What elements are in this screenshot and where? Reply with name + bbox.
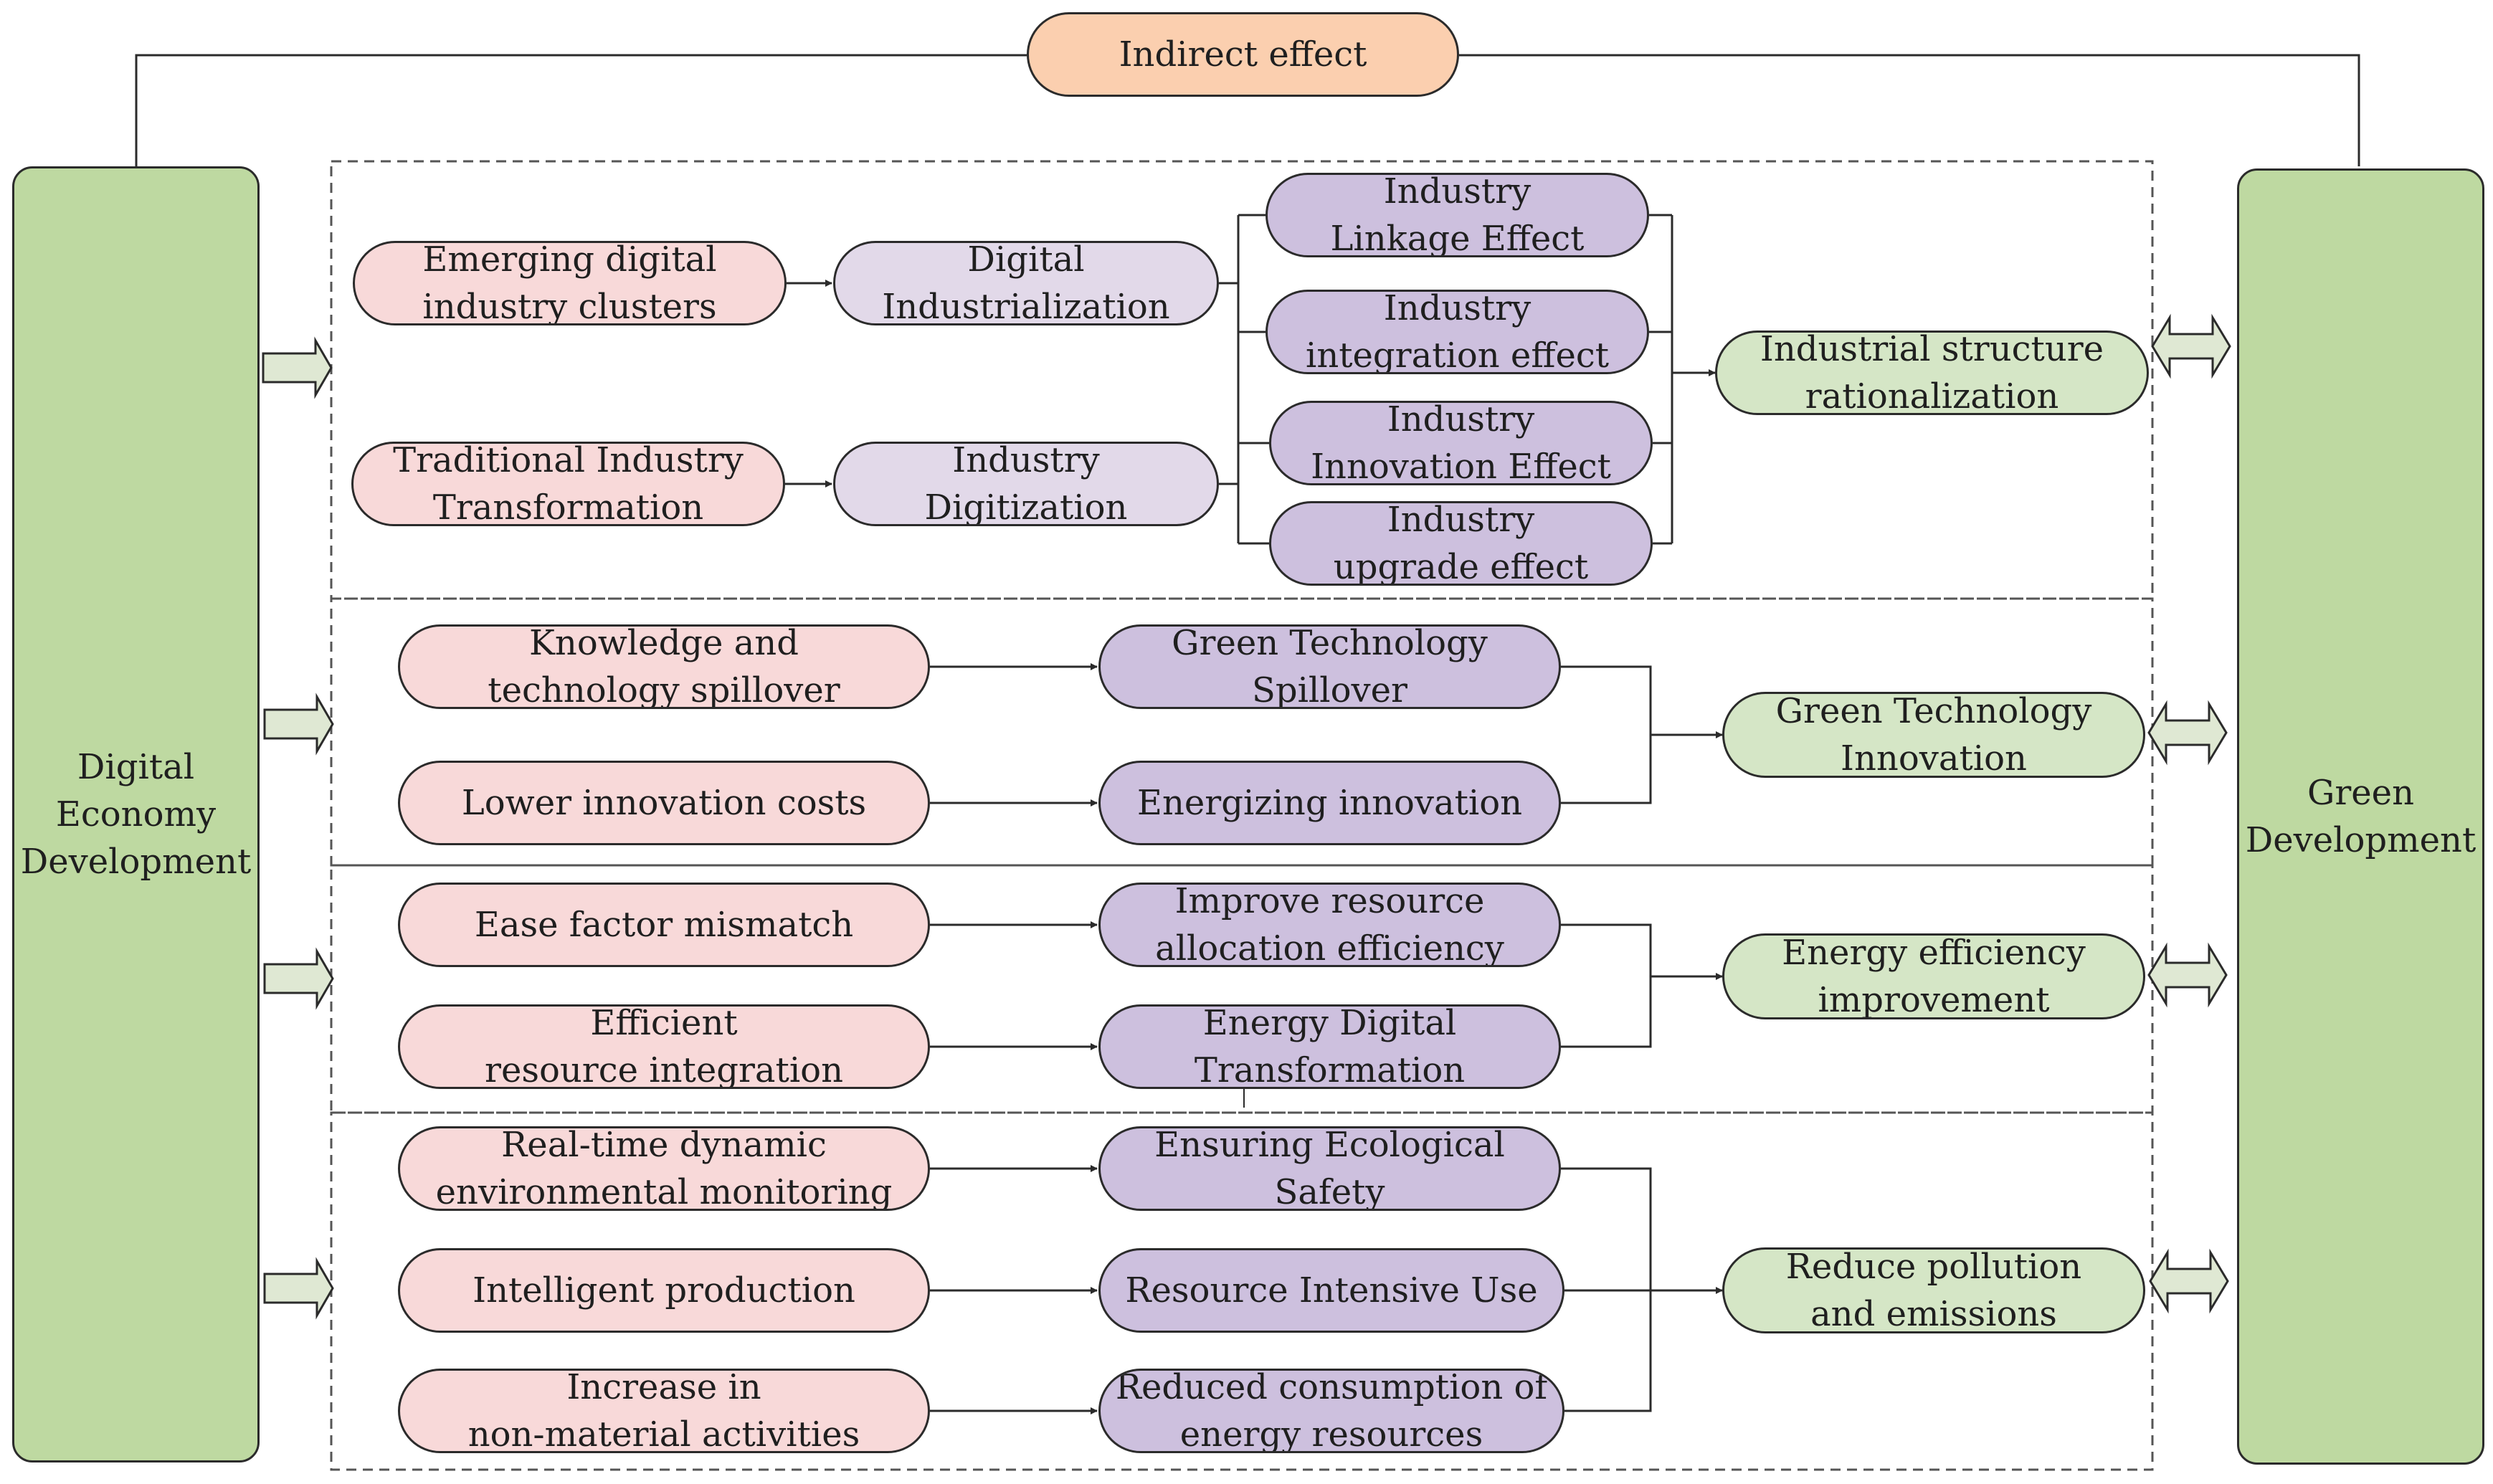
- efficient-resource-integration-node: Efficient resource integration: [398, 1004, 930, 1089]
- energy-efficiency-improvement-node: Energy efficiency improvement: [1722, 933, 2145, 1019]
- industry-innovation-effect-node: Industry Innovation Effect: [1269, 401, 1653, 485]
- double-arrow-1: [2151, 313, 2231, 379]
- non-material-activities-node: Increase in non-material activities: [398, 1369, 930, 1453]
- intelligent-production-node: Intelligent production: [398, 1248, 930, 1333]
- industry-integration-effect-node: Industry integration effect: [1266, 290, 1649, 374]
- block-arrow-1: [262, 336, 333, 399]
- knowledge-technology-spillover-node: Knowledge and technology spillover: [398, 624, 930, 709]
- reduce-pollution-emissions-node: Reduce pollution and emissions: [1722, 1247, 2145, 1333]
- merge-energy: [1561, 923, 1652, 1048]
- block-arrow-3: [263, 947, 334, 1010]
- resource-intensive-use-node: Resource Intensive Use: [1098, 1248, 1564, 1333]
- ensuring-ecological-safety-node: Ensuring Ecological Safety: [1098, 1126, 1561, 1211]
- lower-innovation-costs-node: Lower innovation costs: [398, 761, 930, 845]
- merge-technology: [1561, 665, 1652, 804]
- double-arrow-3: [2147, 942, 2228, 1008]
- double-arrow-2: [2147, 700, 2228, 766]
- green-technology-spillover-node: Green Technology Spillover: [1098, 624, 1561, 709]
- improve-resource-allocation-node: Improve resource allocation efficiency: [1098, 883, 1561, 967]
- indirect-effect-node: Indirect effect: [1027, 12, 1459, 97]
- ease-factor-mismatch-node: Ease factor mismatch: [398, 883, 930, 967]
- digital-industrialization-node: Digital Industrialization: [833, 241, 1219, 325]
- block-arrow-4: [263, 1257, 334, 1320]
- block-arrow-2: [263, 693, 334, 756]
- industry-upgrade-effect-node: Industry upgrade effect: [1269, 501, 1653, 586]
- energizing-innovation-node: Energizing innovation: [1098, 761, 1561, 845]
- industry-linkage-effect-node: Industry Linkage Effect: [1266, 173, 1649, 257]
- green-development-box: Green Development: [2237, 168, 2484, 1465]
- reduced-energy-consumption-node: Reduced consumption of energy resources: [1098, 1369, 1564, 1453]
- indirect-line-right: [1459, 54, 2360, 166]
- digital-economy-development-box: Digital Economy Development: [12, 166, 260, 1462]
- section-frame-energy: [330, 864, 2154, 1114]
- traditional-industry-transformation-node: Traditional Industry Transformation: [351, 442, 785, 526]
- industry-digitization-node: Industry Digitization: [833, 442, 1219, 526]
- realtime-environmental-monitoring-node: Real-time dynamic environmental monitori…: [398, 1126, 930, 1211]
- energy-digital-transformation-node: Energy Digital Transformation: [1098, 1004, 1561, 1089]
- green-technology-innovation-node: Green Technology Innovation: [1722, 692, 2145, 778]
- emerging-digital-industry-clusters-node: Emerging digital industry clusters: [353, 241, 787, 325]
- double-arrow-4: [2149, 1248, 2229, 1314]
- industrial-structure-rationalization-node: Industrial structure rationalization: [1715, 330, 2149, 415]
- indirect-line-left: [135, 54, 1027, 166]
